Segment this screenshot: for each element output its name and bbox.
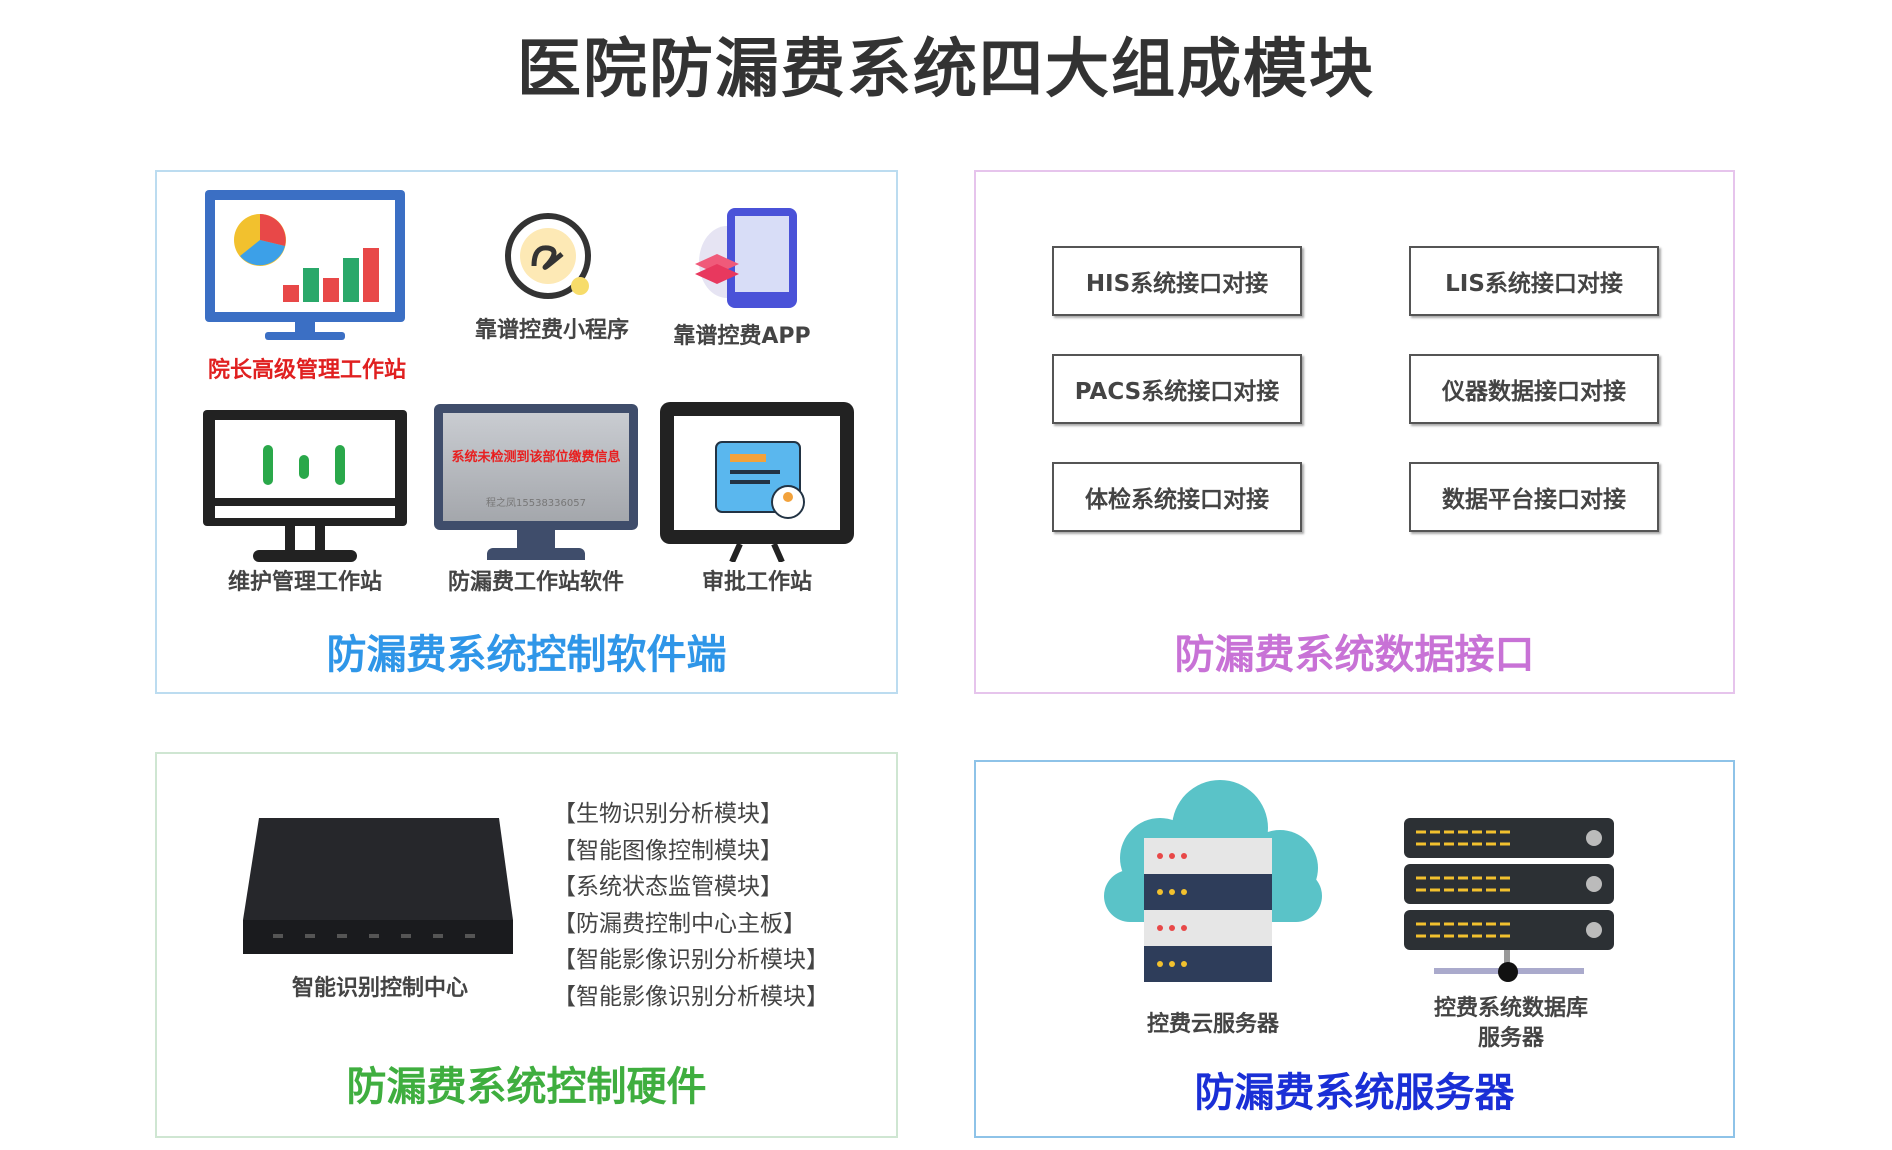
module-item: 【生物识别分析模块】 [553, 801, 783, 827]
database-server-label: 控费系统数据库 服务器 [1396, 994, 1626, 1054]
item-app: 靠谱控费APP [673, 324, 811, 349]
servers-heading: 防漏费系统服务器 [1194, 1070, 1515, 1116]
module-item: 【防漏费控制中心主板】 [553, 910, 806, 937]
cloud-server-label: 控费云服务器 [1146, 1012, 1279, 1037]
database-server-label-line1: 控费系统数据库 [1433, 996, 1588, 1021]
database-server-label-line2: 服务器 [1477, 1026, 1544, 1051]
hardware-heading: 防漏费系统控制硬件 [346, 1064, 707, 1110]
module-item: 【智能图像控制模块】 [553, 837, 783, 864]
module-list: 【生物识别分析模块】 【智能图像控制模块】 【系统状态监管模块】 【防漏费控制中… [553, 796, 829, 1015]
software-heading: 防漏费系统控制软件端 [326, 632, 727, 678]
cloud-server-icon [1104, 780, 1322, 982]
module-item: 【智能影像识别分析模块】 [553, 983, 829, 1010]
his-interface-box: HIS系统接口对接 [1052, 246, 1302, 316]
item-anti-leak-software: 防漏费工作站软件 [447, 570, 624, 595]
control-box-device-icon [243, 818, 513, 954]
device-label: 智能识别控制中心 [291, 976, 468, 1001]
item-president-workstation: 院长高级管理工作站 [207, 358, 406, 383]
interfaces-panel: HIS系统接口对接 LIS系统接口对接 PACS系统接口对接 仪器数据接口对接 … [974, 170, 1735, 694]
mini-program-icon [505, 213, 591, 299]
interfaces-heading: 防漏费系统数据接口 [1174, 632, 1535, 678]
item-approval-workstation: 审批工作站 [701, 570, 812, 595]
screen-alert-text: 系统未检测到该部位缴费信息 [451, 450, 621, 465]
item-mini-program: 靠谱控费小程序 [474, 318, 629, 343]
hardware-panel: 智能识别控制中心 【生物识别分析模块】 【智能图像控制模块】 【系统状态监管模块… [155, 752, 898, 1138]
screen-caption: 程之凤15538336057 [486, 498, 586, 509]
servers-panel: 控费云服务器 控费系统数据库 服务器 防漏费系统服务器 [974, 760, 1735, 1138]
module-item: 【智能影像识别分析模块】 [553, 947, 829, 973]
maintenance-monitor-icon [203, 410, 407, 562]
software-panel: 院长高级管理工作站 靠谱控费小程序 靠谱控费APP 维护管理工作站 系统未检测到… [155, 170, 898, 694]
page-title: 医院防漏费系统四大组成模块 [517, 33, 1375, 107]
mobile-app-icon [695, 208, 797, 308]
module-item: 【系统状态监管模块】 [553, 874, 783, 900]
approval-board-icon [660, 402, 854, 562]
physical-exam-interface-box: 体检系统接口对接 [1052, 462, 1302, 532]
lis-interface-box: LIS系统接口对接 [1409, 246, 1659, 316]
pacs-interface-box: PACS系统接口对接 [1052, 354, 1302, 424]
item-maintenance-workstation: 维护管理工作站 [227, 570, 382, 595]
instrument-interface-box: 仪器数据接口对接 [1409, 354, 1659, 424]
data-platform-interface-box: 数据平台接口对接 [1409, 462, 1659, 532]
anti-leak-software-monitor: 系统未检测到该部位缴费信息 程之凤15538336057 [434, 404, 638, 530]
dashboard-monitor-icon [205, 190, 405, 340]
database-server-icon [1404, 818, 1614, 982]
